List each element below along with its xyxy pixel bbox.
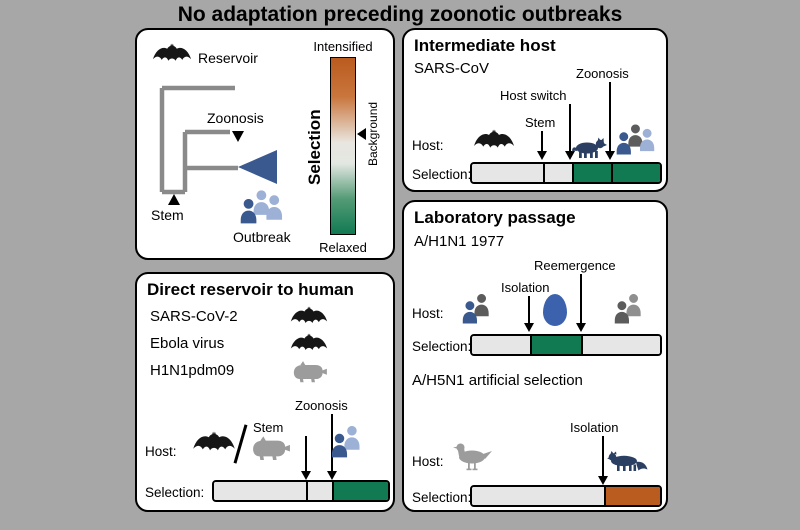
stem-arrow	[541, 131, 543, 151]
panel-subtitle: A/H1N1 1977	[414, 233, 505, 250]
virus-name: H1N1pdm09	[150, 362, 235, 379]
isolation-annotation: Isolation	[501, 280, 550, 295]
gull-icon	[453, 443, 492, 471]
selection-label: Selection:	[412, 339, 472, 354]
phylogeny-tree	[159, 85, 277, 195]
pig-icon	[293, 361, 327, 383]
scale-bottom-label: Relaxed	[319, 240, 367, 255]
stem-label: Stem	[151, 207, 184, 223]
panel-title: Intermediate host	[414, 36, 556, 55]
bat-icon	[290, 333, 328, 350]
selection-bar	[212, 480, 390, 502]
stem-marker-icon	[168, 194, 180, 205]
background-marker-icon	[357, 128, 366, 140]
selection-axis-label: Selection	[305, 109, 324, 186]
people-group-icon	[616, 124, 655, 155]
selection-label: Selection:	[412, 167, 472, 182]
isolation-arrow	[528, 296, 530, 323]
panel-title: Laboratory passage	[414, 208, 576, 227]
h5n1-selection-bar	[470, 485, 662, 507]
zoonosis-marker-icon	[232, 131, 244, 142]
host-switch-arrow	[569, 104, 571, 151]
bat-icon	[290, 306, 328, 323]
h5n1-host-label: Host:	[412, 454, 444, 469]
stem-annotation: Stem	[525, 115, 556, 130]
bat-icon	[474, 129, 514, 148]
reservoir-label: Reservoir	[198, 50, 258, 66]
h5n1-isolation-arrow	[602, 436, 604, 476]
figure-title: No adaptation preceding zoonotic outbrea…	[177, 3, 623, 26]
h5n1-title: A/H5N1 artificial selection	[412, 372, 583, 389]
stem-annotation: Stem	[253, 420, 284, 435]
selection-bar	[470, 334, 662, 356]
legend-panel: Reservoir Zoonosis Stem Outbreak Intensi…	[135, 28, 395, 260]
civet-icon	[572, 137, 607, 158]
selection-label: Selection:	[145, 485, 205, 500]
scale-top-label: Intensified	[313, 39, 373, 54]
host-label: Host:	[412, 306, 444, 321]
people-group-icon	[462, 294, 489, 324]
background-label: Background	[366, 101, 380, 167]
outbreak-clade-triangle	[238, 150, 277, 184]
laboratory-passage-panel: Laboratory passage A/H1N1 1977 Reemergen…	[402, 200, 668, 512]
outbreak-label: Outbreak	[233, 229, 291, 245]
stem-arrow	[305, 436, 307, 471]
zoonosis-label: Zoonosis	[207, 110, 264, 126]
host-label: Host:	[412, 138, 444, 153]
zoonosis-annotation: Zoonosis	[295, 398, 348, 413]
h5n1-isolation-annotation: Isolation	[570, 420, 619, 435]
h5n1-selection-label: Selection:	[412, 490, 472, 505]
selection-bar	[470, 162, 662, 184]
zoonosis-arrow	[331, 414, 333, 471]
virus-name: SARS-CoV-2	[150, 308, 238, 325]
reemergence-arrow	[580, 274, 582, 323]
outbreak-people-icon	[240, 190, 283, 224]
host-label: Host:	[145, 444, 177, 459]
virus-name: Ebola virus	[150, 335, 225, 352]
ferret-icon	[607, 451, 648, 471]
panel-title: Direct reservoir to human	[147, 280, 354, 299]
intermediate-host-panel: Intermediate host SARS-CoV Zoonosis Host…	[402, 28, 668, 192]
pig-icon	[253, 436, 290, 460]
bat-icon	[193, 431, 235, 451]
egg-icon	[543, 294, 567, 326]
host-switch-annotation: Host switch	[500, 88, 567, 103]
zoonosis-arrow	[609, 82, 611, 151]
people-group-icon	[614, 294, 641, 324]
reemergence-annotation: Reemergence	[534, 258, 616, 273]
people-group-icon	[331, 426, 360, 458]
zoonosis-annotation: Zoonosis	[576, 66, 629, 81]
panel-subtitle: SARS-CoV	[414, 60, 490, 77]
direct-reservoir-panel: Direct reservoir to human SARS-CoV-2 Ebo…	[135, 272, 395, 512]
selection-gradient-bar	[330, 57, 356, 235]
